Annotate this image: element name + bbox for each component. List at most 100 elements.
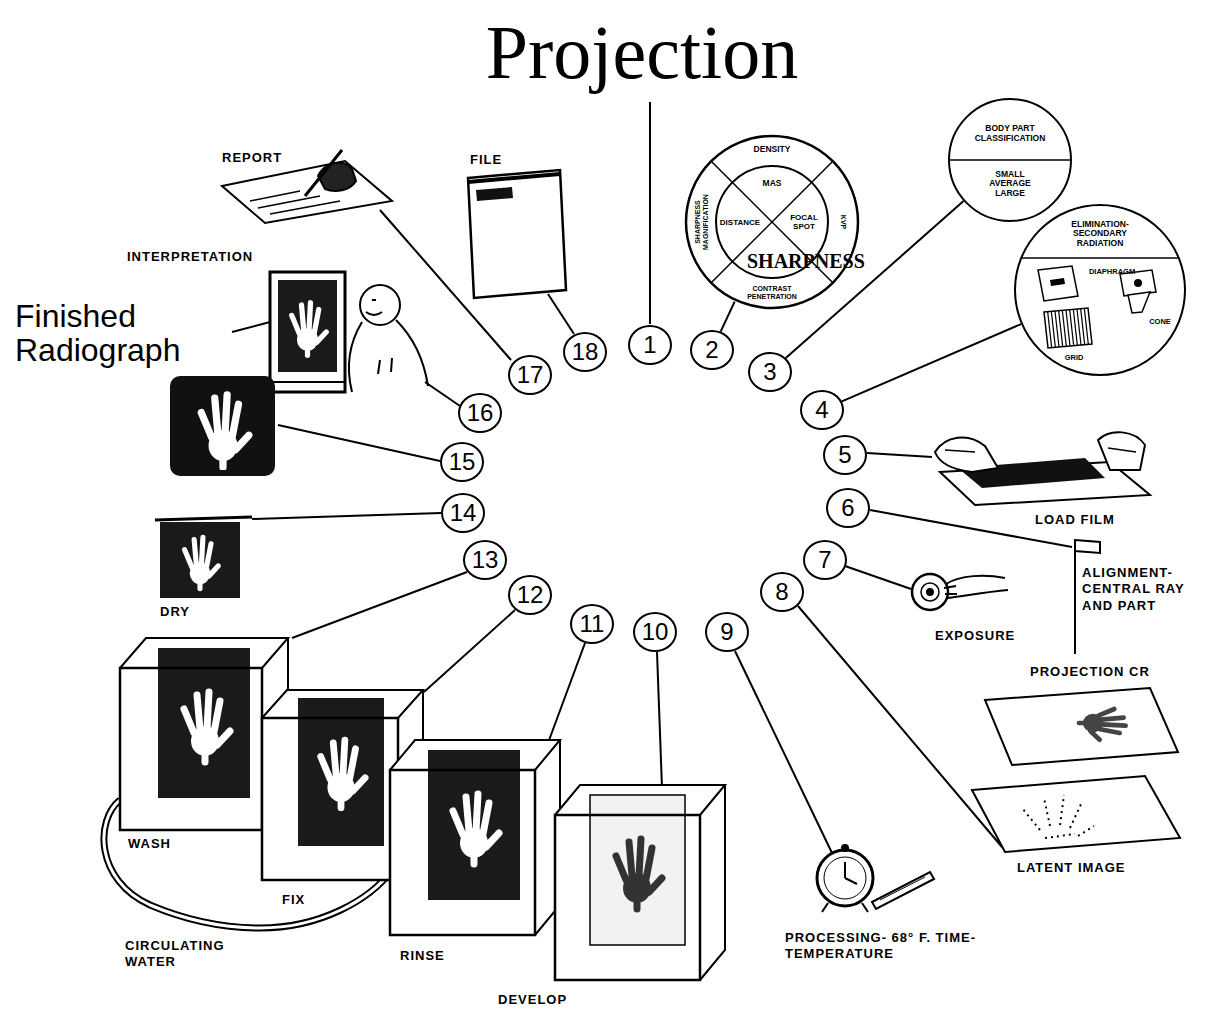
node-text: ELIMINATION- SECONDARY RADIATION <box>1060 220 1140 249</box>
timer-clock <box>872 872 934 909</box>
node-text: CONTRAST PENETRATION <box>739 285 805 301</box>
exposure-timer <box>912 574 1008 610</box>
grid-symbol <box>1066 310 1070 346</box>
report-sketch <box>250 191 340 214</box>
report-sketch <box>222 150 392 223</box>
grid-symbol <box>1062 310 1066 346</box>
viewbox-sketch <box>349 320 428 392</box>
develop-tank <box>590 795 685 945</box>
fix-tank <box>321 740 365 808</box>
develop-tank <box>555 815 700 980</box>
alignment-sketch <box>1079 709 1126 740</box>
rinse-tank <box>390 770 535 935</box>
step-number: 13 <box>472 548 499 572</box>
wash-tank <box>120 668 262 830</box>
develop-tank <box>555 785 725 980</box>
drying-film <box>155 517 252 520</box>
radiograph-icon <box>170 376 275 476</box>
leader-line <box>867 453 932 457</box>
step-circle: 11 <box>570 604 614 644</box>
file-folder <box>476 187 513 201</box>
latent-image-sketch <box>972 776 1180 852</box>
node-text: SHARPNESS MAGNIFICATION <box>694 189 710 255</box>
timer-clock <box>824 857 866 899</box>
wheel-divider <box>711 161 833 283</box>
load-film-sketch <box>945 448 1136 452</box>
drying-film <box>155 517 252 598</box>
step-number: 12 <box>517 583 544 607</box>
step-label: PROCESSING- 68° F. TIME-TEMPERATURE <box>785 930 995 963</box>
wheel-outline <box>686 136 858 308</box>
exposure-timer <box>912 574 948 610</box>
divider-line <box>949 159 1071 161</box>
rinse-tank <box>453 794 499 864</box>
grid-symbol <box>1055 311 1059 347</box>
classification-circle-outline <box>948 98 1072 222</box>
file-folder <box>468 170 566 298</box>
step-number: 4 <box>815 398 828 422</box>
leader-line <box>548 643 585 743</box>
alignment-sketch <box>1074 540 1076 654</box>
wash-tank <box>158 648 250 798</box>
step-number: 1 <box>643 333 656 357</box>
timer-clock <box>862 903 868 912</box>
step-number: 18 <box>572 340 599 364</box>
circle-outline <box>1015 205 1185 375</box>
grid-symbol <box>1059 311 1063 347</box>
wheel-divider <box>711 161 833 283</box>
wash-tank <box>184 692 230 762</box>
viewbox-sketch <box>278 280 337 372</box>
step-label: PROJECTION CR <box>1030 664 1150 680</box>
timer-clock <box>817 845 934 912</box>
viewbox-sketch <box>270 381 345 383</box>
step-circle: 4 <box>800 390 844 430</box>
circle-outline <box>949 99 1071 221</box>
node-text: FOCAL SPOT <box>787 213 821 231</box>
leader-connector <box>842 324 1021 401</box>
step-number: 5 <box>838 443 851 467</box>
step-circle: 1 <box>628 325 672 365</box>
viewbox-sketch <box>270 272 345 392</box>
fix-tank <box>262 718 398 880</box>
node-text: DENSITY <box>737 145 807 155</box>
leader-line <box>657 652 662 788</box>
step-circle: 8 <box>760 572 804 612</box>
load-film-sketch <box>935 437 998 472</box>
step-circle: 18 <box>563 332 607 372</box>
step-label: RINSE <box>400 948 445 964</box>
leader-line <box>735 651 832 853</box>
step-circle: 5 <box>823 435 867 475</box>
node-text: BODY PART CLASSIFICATION <box>964 124 1056 144</box>
alignment-sketch <box>1075 540 1100 553</box>
grid-symbol <box>1070 310 1074 346</box>
step-number: 17 <box>517 363 544 387</box>
step-circle: 9 <box>705 612 749 652</box>
leader-line <box>278 425 440 461</box>
exposure-timer <box>921 583 939 601</box>
node-text: DISTANCE <box>716 218 764 227</box>
cone-symbol <box>1128 292 1150 313</box>
step-label: CIRCULATING WATER <box>125 938 250 971</box>
viewbox-sketch <box>292 303 327 356</box>
drying-film <box>160 522 240 598</box>
timer-clock <box>845 878 857 884</box>
divider-line <box>1022 257 1179 259</box>
step-label: FIX <box>282 892 305 908</box>
step-circle: 15 <box>440 442 484 482</box>
load-film-sketch <box>1098 432 1145 470</box>
rinse-tank <box>390 740 560 935</box>
step-circle: 10 <box>633 612 677 652</box>
alignment-sketch <box>985 688 1178 765</box>
step-label: WASH <box>128 836 171 852</box>
step-number: 6 <box>841 496 854 520</box>
node-text: MAS <box>752 179 792 189</box>
step-number: 15 <box>449 450 476 474</box>
diagram-title: Projection <box>432 14 852 90</box>
step-circle: 2 <box>690 330 734 370</box>
node-text: KVP <box>839 192 847 252</box>
factor-wheel-outline <box>684 134 860 310</box>
grid-symbol <box>1051 311 1055 347</box>
step-number: 9 <box>720 620 733 644</box>
latent-image-sketch <box>972 776 1180 852</box>
